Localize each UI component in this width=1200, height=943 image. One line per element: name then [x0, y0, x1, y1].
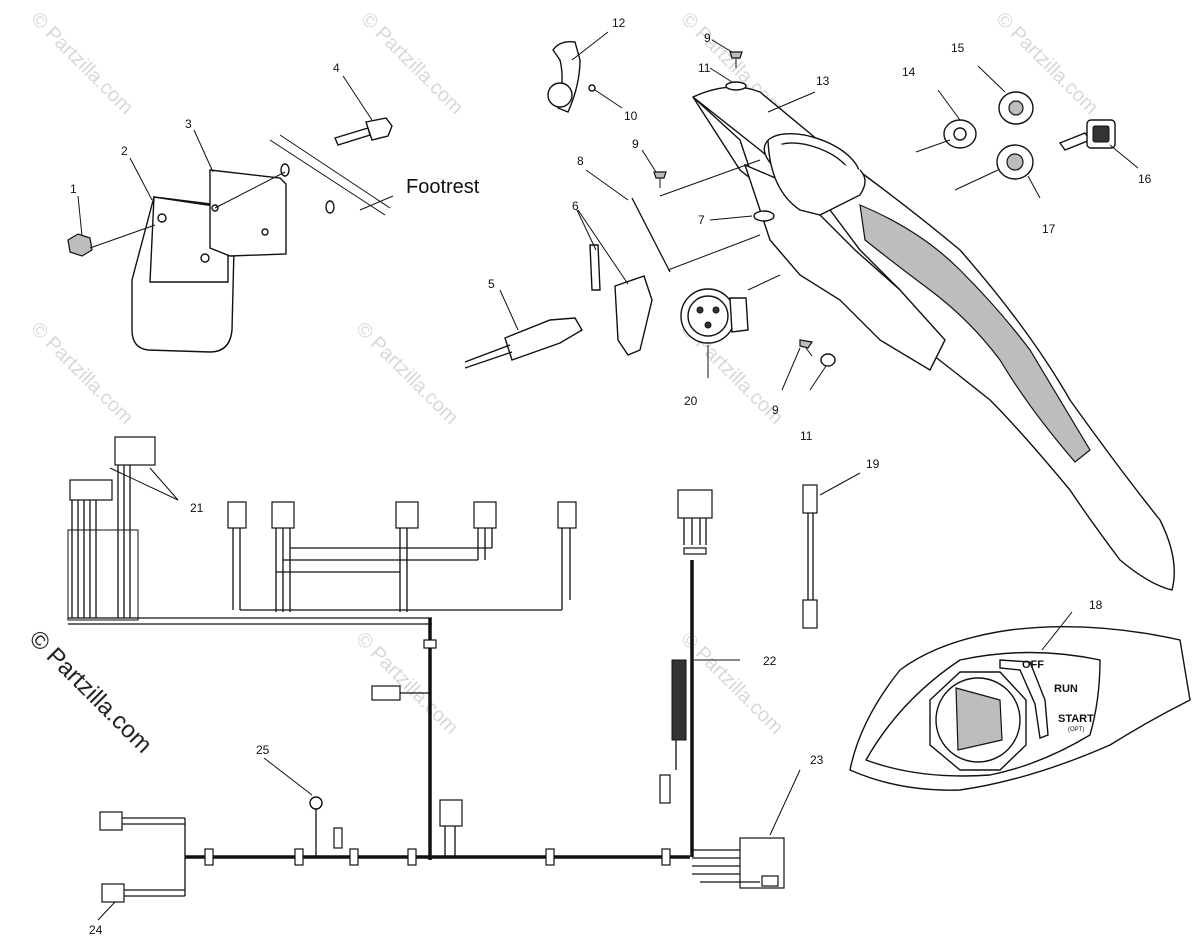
- callout-11-low: 11: [800, 429, 813, 443]
- watermark: © Partzilla.com: [351, 628, 462, 739]
- switch-start-label: START: [1058, 713, 1094, 725]
- callout-9-mid: 9: [632, 137, 639, 151]
- callout-21: 21: [190, 501, 204, 515]
- switch-run-label: RUN: [1054, 683, 1078, 695]
- callout-8: 8: [577, 154, 584, 168]
- callout-13: 13: [816, 74, 830, 88]
- watermark: © Partzilla.com: [26, 318, 137, 429]
- short-harness: [802, 472, 861, 629]
- callout-12: 12: [612, 16, 626, 30]
- callout-23: 23: [810, 753, 824, 767]
- watermark: © Partzilla.com: [356, 8, 467, 119]
- screw-icon: [729, 51, 743, 68]
- callout-10: 10: [624, 109, 638, 123]
- callout-labels: 1 2 3 4 5 6 7 8 9 9 9 10 11 11 12 13 14 …: [70, 16, 1152, 937]
- callout-1: 1: [70, 182, 77, 196]
- switch-cover-assembly: [464, 31, 1175, 591]
- callout-18: 18: [1089, 598, 1103, 612]
- switch-faceplate: OFF RUN START (OPT): [849, 611, 1191, 791]
- switch-off-label: OFF: [1022, 659, 1044, 671]
- callout-6: 6: [572, 199, 579, 213]
- callout-9-low: 9: [772, 403, 779, 417]
- callout-2: 2: [121, 144, 128, 158]
- wiring-harness: [67, 436, 801, 921]
- callout-14: 14: [902, 65, 916, 79]
- watermark: © Partzilla.com: [26, 8, 137, 119]
- callout-3: 3: [185, 117, 192, 131]
- watermark-main: © Partzilla.com: [24, 625, 157, 758]
- callout-19: 19: [866, 457, 880, 471]
- screw-icon: [799, 339, 814, 357]
- callout-4: 4: [333, 61, 340, 75]
- watermark: © Partzilla.com: [351, 318, 462, 429]
- callout-15: 15: [951, 41, 965, 55]
- callout-16: 16: [1138, 172, 1152, 186]
- callout-5: 5: [488, 277, 495, 291]
- footrest-label: Footrest: [406, 176, 480, 198]
- callout-22: 22: [763, 654, 777, 668]
- callout-17: 17: [1042, 222, 1056, 236]
- callout-11-top: 11: [698, 61, 711, 75]
- switch-start-note: (OPT): [1068, 727, 1084, 733]
- callout-24: 24: [89, 923, 103, 937]
- callout-7: 7: [698, 213, 705, 227]
- callout-20: 20: [684, 394, 698, 408]
- callout-9-top: 9: [704, 31, 711, 45]
- screw-icon: [653, 171, 667, 188]
- footrest-assembly: [67, 75, 394, 353]
- callout-25: 25: [256, 743, 270, 757]
